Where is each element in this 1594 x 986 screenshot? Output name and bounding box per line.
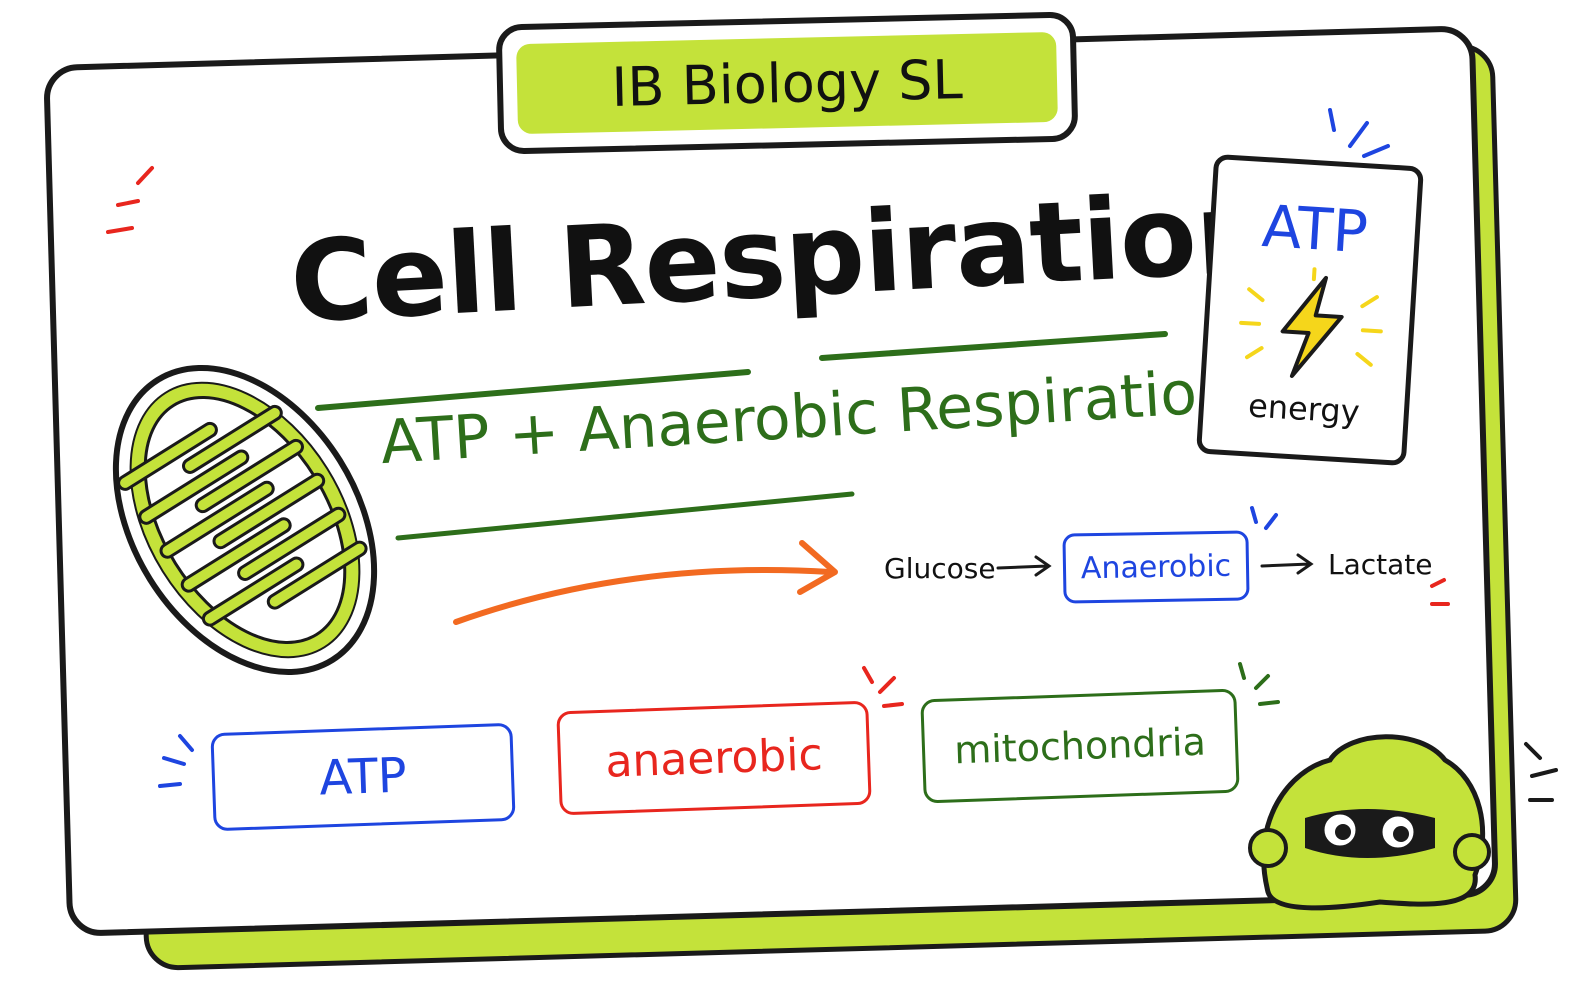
keyword-mitochondria: mitochondria — [920, 688, 1240, 804]
pathway-end: Lactate — [1328, 548, 1433, 581]
pathway-process-box: Anaerobic — [1062, 530, 1250, 604]
mitochondrion-icon — [112, 365, 378, 675]
atp-card-caption: energy — [1247, 386, 1361, 432]
lightning-bolt-icon — [1239, 267, 1383, 379]
orange-arrow — [453, 540, 838, 625]
atp-card-label: ATP — [1260, 191, 1370, 267]
atp-energy-card: ATP energy — [1196, 153, 1424, 467]
pathway-arrows — [996, 553, 1314, 577]
accent-marks — [106, 108, 1558, 802]
keyword-atp: ATP — [210, 722, 516, 832]
pathway-start: Glucose — [884, 552, 996, 585]
green-blob-mascot — [1248, 734, 1491, 911]
subtitle-underline — [395, 491, 855, 541]
title-underline — [315, 331, 1168, 411]
keyword-anaerobic: anaerobic — [556, 700, 872, 816]
